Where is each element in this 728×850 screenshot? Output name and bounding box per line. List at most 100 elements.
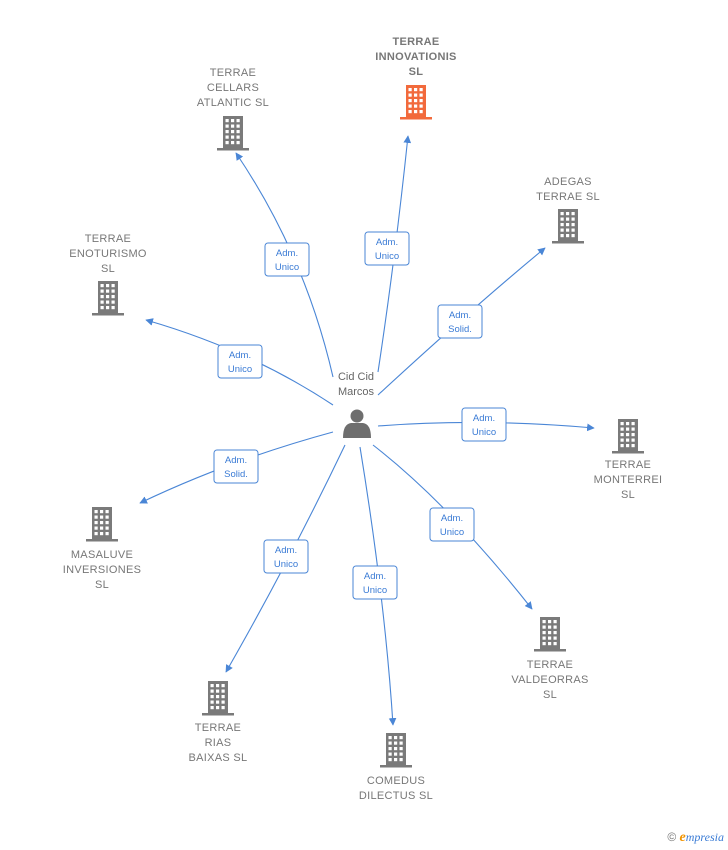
- building-window: [560, 228, 564, 232]
- role-box: [264, 242, 310, 277]
- brand-logo: © empresia: [667, 830, 724, 846]
- building-window: [210, 695, 214, 699]
- company-label-terrae-monterrei[interactable]: MONTERREI: [594, 474, 663, 486]
- role-text: Adm.: [229, 350, 251, 361]
- company-label-terrae-valdeorras[interactable]: VALDEORRAS: [511, 674, 588, 686]
- building-icon-terrae-innovationis[interactable]: [400, 85, 432, 120]
- building-window: [560, 234, 564, 238]
- person-label[interactable]: Cid Cid: [338, 371, 374, 383]
- company-label-terrae-rias-baixas[interactable]: RIAS: [205, 737, 232, 749]
- role-badge-terrae-monterrei[interactable]: Adm.Unico: [461, 407, 507, 442]
- building-window: [221, 700, 225, 704]
- building-base: [552, 241, 584, 244]
- company-label-masaluve[interactable]: SL: [95, 579, 109, 591]
- building-window: [553, 642, 557, 646]
- building-icon-comedus-dilectus[interactable]: [380, 733, 412, 768]
- company-label-terrae-cellars[interactable]: CELLARS: [207, 82, 259, 94]
- building-window: [571, 212, 575, 216]
- role-badge-terrae-cellars[interactable]: Adm.Unico: [264, 242, 310, 277]
- building-window: [231, 124, 235, 128]
- building-window: [553, 631, 557, 635]
- building-window: [105, 526, 109, 530]
- company-label-terrae-enoturismo[interactable]: TERRAE: [85, 233, 131, 245]
- building-window: [236, 124, 240, 128]
- company-label-terrae-enoturismo[interactable]: SL: [101, 263, 115, 275]
- role-badge-terrae-valdeorras[interactable]: Adm.Unico: [429, 507, 475, 542]
- building-window: [399, 736, 403, 740]
- building-window: [94, 510, 98, 514]
- building-window: [542, 625, 546, 629]
- company-label-terrae-innovationis[interactable]: INNOVATIONIS: [375, 51, 456, 63]
- building-window: [231, 135, 235, 139]
- building-window: [419, 104, 423, 108]
- building-window: [216, 695, 220, 699]
- building-window: [408, 110, 412, 114]
- building-window: [394, 747, 398, 751]
- role-badge-terrae-rias-baixas[interactable]: Adm.Unico: [263, 539, 309, 574]
- building-window: [221, 684, 225, 688]
- building-window: [542, 642, 546, 646]
- building-window: [111, 300, 115, 304]
- role-box: [263, 539, 309, 574]
- building-window: [620, 427, 624, 431]
- role-text: Adm.: [441, 513, 463, 524]
- building-window: [548, 625, 552, 629]
- company-label-adegas-terrae[interactable]: TERRAE SL: [536, 191, 600, 203]
- company-label-terrae-innovationis[interactable]: SL: [409, 66, 424, 78]
- company-label-terrae-rias-baixas[interactable]: TERRAE: [195, 722, 241, 734]
- building-base: [380, 765, 412, 768]
- company-label-terrae-cellars[interactable]: ATLANTIC SL: [197, 97, 269, 109]
- role-badge-comedus-dilectus[interactable]: Adm.Unico: [352, 565, 398, 600]
- role-badge-terrae-enoturismo[interactable]: Adm.Unico: [217, 344, 263, 379]
- company-label-terrae-valdeorras[interactable]: TERRAE: [527, 659, 573, 671]
- company-label-terrae-enoturismo[interactable]: ENOTURISMO: [69, 248, 147, 260]
- company-label-terrae-valdeorras[interactable]: SL: [543, 689, 557, 701]
- company-label-terrae-monterrei[interactable]: TERRAE: [605, 459, 651, 471]
- role-badge-terrae-innovationis[interactable]: Adm.Unico: [364, 231, 410, 266]
- company-label-masaluve[interactable]: INVERSIONES: [63, 564, 142, 576]
- company-label-terrae-monterrei[interactable]: SL: [621, 489, 635, 501]
- building-icon-terrae-enoturismo[interactable]: [92, 281, 124, 316]
- building-window: [111, 295, 115, 299]
- person-icon[interactable]: [343, 409, 371, 439]
- building-window: [399, 741, 403, 745]
- building-window: [553, 636, 557, 640]
- building-icon-adegas-terrae[interactable]: [552, 209, 584, 244]
- company-label-terrae-rias-baixas[interactable]: BAIXAS SL: [189, 752, 248, 764]
- building-window: [542, 631, 546, 635]
- building-window: [548, 642, 552, 646]
- company-label-terrae-innovationis[interactable]: TERRAE: [392, 36, 439, 48]
- company-label-adegas-terrae[interactable]: ADEGAS: [544, 176, 592, 188]
- building-window: [100, 306, 104, 310]
- role-text: Adm.: [473, 413, 495, 424]
- building-window: [100, 300, 104, 304]
- building-window: [399, 747, 403, 751]
- role-badge-masaluve[interactable]: Adm.Solid.: [213, 449, 259, 484]
- building-icon-terrae-monterrei[interactable]: [612, 419, 644, 454]
- company-label-comedus-dilectus[interactable]: COMEDUS: [367, 775, 425, 787]
- role-badge-adegas-terrae[interactable]: Adm.Solid.: [437, 304, 483, 339]
- building-window: [210, 706, 214, 710]
- building-icon-terrae-cellars[interactable]: [217, 116, 249, 151]
- building-window: [566, 212, 570, 216]
- company-label-comedus-dilectus[interactable]: DILECTUS SL: [359, 790, 433, 802]
- building-window: [105, 510, 109, 514]
- building-window: [236, 135, 240, 139]
- nodes-layer: TERRAE INNOVATIONIS SL TERRAE CELLARS ATLANTI…: [63, 36, 663, 802]
- role-text: Adm.: [275, 545, 297, 556]
- person-label[interactable]: Marcos: [338, 386, 375, 398]
- building-icon-terrae-valdeorras[interactable]: [534, 617, 566, 652]
- building-window: [399, 758, 403, 762]
- building-window: [216, 706, 220, 710]
- company-label-masaluve[interactable]: MASALUVE: [71, 549, 133, 561]
- building-window: [105, 521, 109, 525]
- building-window: [216, 689, 220, 693]
- building-icon-terrae-rias-baixas[interactable]: [202, 681, 234, 716]
- building-window: [620, 422, 624, 426]
- building-window: [100, 515, 104, 519]
- building-window: [626, 422, 630, 426]
- building-window: [106, 295, 110, 299]
- company-label-terrae-cellars[interactable]: TERRAE: [210, 67, 256, 79]
- building-icon-masaluve[interactable]: [86, 507, 118, 542]
